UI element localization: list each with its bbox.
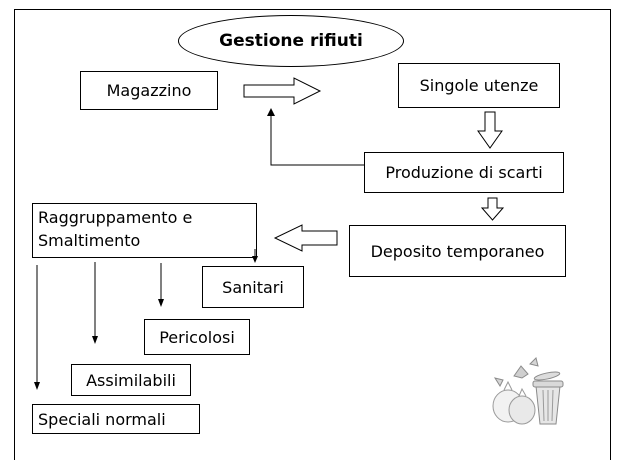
node-magazzino: Magazzino bbox=[80, 71, 218, 110]
slide-frame bbox=[14, 9, 611, 460]
arrowhead-sanitari bbox=[252, 256, 258, 263]
node-produzione-scarti: Produzione di scarti bbox=[364, 152, 564, 193]
node-assimilabili-label: Assimilabili bbox=[86, 370, 176, 390]
node-pericolosi-label: Pericolosi bbox=[159, 327, 235, 347]
block-arrow-down-2 bbox=[480, 197, 505, 221]
diagram-title: Gestione rifiuti bbox=[178, 15, 404, 67]
node-magazzino-label: Magazzino bbox=[106, 81, 192, 100]
node-deposito-temporaneo-label: Deposito temporaneo bbox=[370, 241, 545, 261]
node-assimilabili: Assimilabili bbox=[71, 364, 191, 396]
arrowhead-assimilabili bbox=[92, 336, 98, 344]
node-speciali-normali: Speciali normali bbox=[32, 404, 200, 434]
feedback-arrowhead bbox=[267, 108, 275, 116]
node-singole-utenze-label: Singole utenze bbox=[419, 76, 539, 95]
waste-bin-icon bbox=[492, 357, 564, 425]
node-produzione-scarti-label: Produzione di scarti bbox=[385, 163, 543, 182]
node-deposito-temporaneo: Deposito temporaneo bbox=[349, 225, 566, 277]
node-speciali-normali-label: Speciali normali bbox=[38, 409, 166, 429]
block-arrow-right bbox=[243, 77, 322, 105]
node-sanitari-label: Sanitari bbox=[222, 277, 284, 297]
feedback-line bbox=[270, 116, 364, 166]
block-arrow-down-1 bbox=[477, 111, 503, 149]
node-raggruppamento-line2: Smaltimento bbox=[38, 231, 141, 250]
block-arrow-left bbox=[273, 224, 338, 252]
node-pericolosi: Pericolosi bbox=[144, 319, 250, 355]
node-sanitari: Sanitari bbox=[202, 266, 304, 308]
arrowhead-speciali bbox=[34, 382, 40, 390]
node-raggruppamento-smaltimento: Raggruppamento e Smaltimento bbox=[32, 203, 257, 258]
arrowhead-pericolosi bbox=[158, 299, 164, 307]
node-raggruppamento-line1: Raggruppamento e bbox=[38, 208, 193, 227]
node-singole-utenze: Singole utenze bbox=[398, 63, 560, 108]
